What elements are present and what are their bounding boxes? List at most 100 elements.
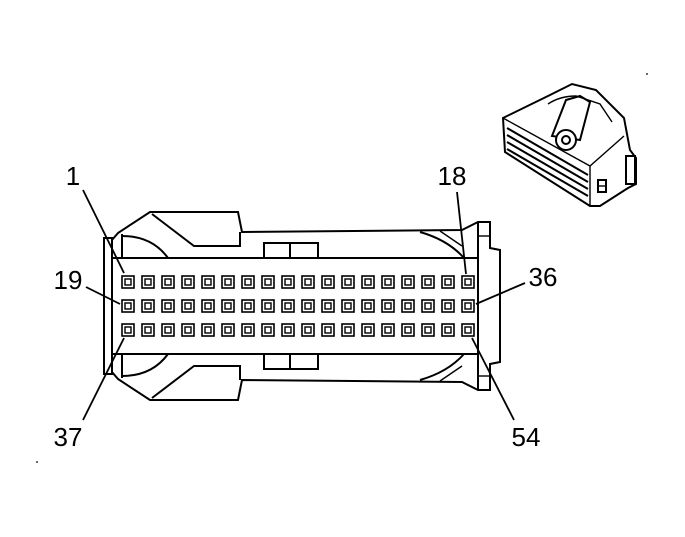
connector-pin	[421, 323, 435, 337]
pin-terminal	[424, 302, 432, 310]
connector-pin	[301, 275, 315, 289]
pin-terminal	[404, 326, 412, 334]
connector-pin	[141, 275, 155, 289]
pin-terminal	[264, 278, 272, 286]
pin-terminal	[304, 278, 312, 286]
connector-body-outline	[111, 211, 501, 401]
connector-pin	[201, 323, 215, 337]
connector-pin	[301, 323, 315, 337]
pin-terminal	[324, 326, 332, 334]
inset-latch-pivot-inner	[561, 135, 571, 145]
connector-pin	[281, 299, 295, 313]
pin-terminal	[244, 278, 252, 286]
pin-terminal	[204, 302, 212, 310]
connector-pin	[241, 323, 255, 337]
pin-terminal	[304, 302, 312, 310]
pin-terminal	[384, 302, 392, 310]
connector-pin	[441, 323, 455, 337]
connector-face-view	[103, 211, 501, 401]
leader-line-pin-1	[82, 189, 125, 274]
pin-terminal	[384, 278, 392, 286]
connector-pin	[341, 323, 355, 337]
connector-pin	[181, 323, 195, 337]
pin-terminal	[464, 302, 472, 310]
pin-terminal	[364, 326, 372, 334]
connector-pin	[241, 299, 255, 313]
speck-bottom-left	[36, 461, 38, 463]
connector-pin	[281, 275, 295, 289]
pin-terminal	[444, 326, 452, 334]
pin-terminal	[304, 326, 312, 334]
pin-terminal	[264, 326, 272, 334]
left-flange	[103, 237, 113, 375]
pin-callouts: 1 18 19 36 37 54	[54, 161, 558, 452]
connector-pin	[141, 299, 155, 313]
pin-terminal	[184, 326, 192, 334]
connector-pin	[141, 323, 155, 337]
connector-perspective-inset	[501, 82, 637, 207]
pin-terminal	[164, 326, 172, 334]
pin-label-18: 18	[438, 161, 467, 191]
speck-top-right	[646, 73, 648, 75]
connector-pin	[421, 299, 435, 313]
connector-pin	[221, 323, 235, 337]
pin-terminal	[184, 302, 192, 310]
pin-label-54: 54	[512, 422, 541, 452]
pin-terminal	[324, 302, 332, 310]
pin-terminal	[124, 278, 132, 286]
connector-pin	[441, 275, 455, 289]
connector-pin	[301, 299, 315, 313]
connector-pin	[181, 299, 195, 313]
connector-pin	[201, 299, 215, 313]
pin-terminal	[284, 326, 292, 334]
pin-terminal	[284, 278, 292, 286]
leader-line-pin-19	[85, 286, 121, 305]
pin-grid	[121, 275, 475, 337]
pin-terminal	[144, 326, 152, 334]
connector-pin	[341, 299, 355, 313]
connector-pin	[401, 275, 415, 289]
inset-latch-arm	[547, 95, 613, 123]
pin-terminal	[284, 302, 292, 310]
pin-terminal	[344, 302, 352, 310]
connector-pin	[261, 275, 275, 289]
connector-pin	[381, 275, 395, 289]
connector-pin	[281, 323, 295, 337]
pin-terminal	[364, 278, 372, 286]
pin-terminal	[224, 278, 232, 286]
pin-terminal	[184, 278, 192, 286]
pin-terminal	[344, 278, 352, 286]
connector-pin	[381, 299, 395, 313]
pin-terminal	[464, 326, 472, 334]
pin-terminal	[204, 326, 212, 334]
connector-pin	[221, 275, 235, 289]
connector-pin	[201, 275, 215, 289]
pin-terminal	[324, 278, 332, 286]
pin-terminal	[424, 326, 432, 334]
connector-pin	[241, 275, 255, 289]
connector-pin	[161, 275, 175, 289]
connector-pin	[181, 275, 195, 289]
pin-terminal	[164, 278, 172, 286]
pin-terminal	[124, 326, 132, 334]
connector-pin	[361, 299, 375, 313]
connector-pin	[161, 299, 175, 313]
pin-terminal	[444, 302, 452, 310]
pin-terminal	[364, 302, 372, 310]
connector-pin	[441, 299, 455, 313]
inset-pin-rows	[506, 127, 589, 197]
connector-pin	[461, 299, 475, 313]
pin-label-36: 36	[529, 262, 558, 292]
pin-label-1: 1	[66, 161, 80, 191]
pin-terminal	[244, 302, 252, 310]
connector-pin	[341, 275, 355, 289]
leader-line-pin-36	[475, 282, 526, 305]
pin-terminal	[224, 326, 232, 334]
connector-pin	[261, 323, 275, 337]
pin-terminal	[144, 278, 152, 286]
pin-terminal	[384, 326, 392, 334]
connector-pin	[221, 299, 235, 313]
connector-pin	[121, 323, 135, 337]
connector-pin	[261, 299, 275, 313]
